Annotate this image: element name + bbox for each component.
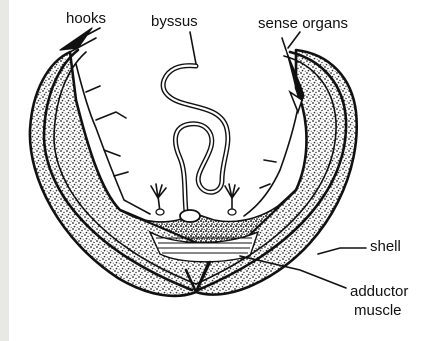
- label-adductor: adductor: [350, 283, 408, 300]
- byssus-thread-core: [163, 66, 228, 212]
- label-hooks: hooks: [66, 10, 106, 27]
- left-mantle-bump-4: [114, 172, 128, 176]
- hooks-leader: [70, 28, 100, 44]
- left-mantle-bump-1: [86, 86, 100, 92]
- label-muscle: muscle: [354, 302, 402, 319]
- byssus-leader: [190, 32, 196, 64]
- scan-edge: [0, 0, 9, 341]
- left-mantle-bump-2: [96, 112, 126, 120]
- label-byssus: byssus: [151, 13, 198, 30]
- right-mantle-bump-2: [260, 184, 270, 188]
- shell-leader: [318, 248, 366, 254]
- sense-organs-leader: [288, 32, 300, 48]
- label-shell: shell: [370, 238, 401, 255]
- sense-organ-tuft-left: [151, 184, 166, 215]
- right-mantle-bump-1: [264, 160, 276, 162]
- label-sense-organs: sense organs: [258, 15, 348, 32]
- byssus-gland: [180, 210, 200, 222]
- sense-organ-tuft-right: [225, 184, 239, 215]
